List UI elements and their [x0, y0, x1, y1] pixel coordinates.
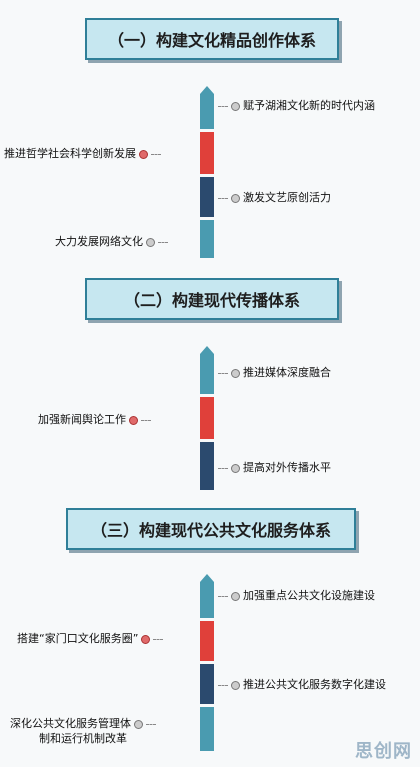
section-3-item-4: 深化公共文化服务管理体 制和运行机制改革: [10, 716, 156, 746]
section-3-item-3: 推进公共文化服务数字化建设: [218, 677, 386, 692]
bullet-icon: [231, 463, 240, 473]
bullet-icon: [134, 719, 143, 729]
bullet-icon: [129, 415, 138, 425]
timeline-2-cap: [200, 346, 214, 354]
section-2-item-3: 提高对外传播水平: [218, 460, 331, 475]
timeline-1-seg-4: [200, 220, 214, 258]
watermark: 思创网: [355, 741, 412, 762]
timeline-2-seg-2: [200, 397, 214, 439]
bullet-icon: [231, 368, 240, 378]
section-3-item-1: 加强重点公共文化设施建设: [218, 588, 375, 603]
section-3-item-4-line-2: 制和运行机制改革: [39, 732, 127, 745]
timeline-3-seg-2: [200, 621, 214, 661]
timeline-1-seg-3: [200, 177, 214, 217]
section-1-item-1: 赋予湖湘文化新的时代内涵: [218, 98, 375, 113]
section-3-item-2: 搭建“家门口文化服务圈”: [17, 631, 164, 646]
timeline-1-seg-1: [200, 94, 214, 129]
timeline-2-seg-1: [200, 354, 214, 394]
timeline-3-seg-4: [200, 707, 214, 751]
section-3-title: （三）构建现代公共文化服务体系: [66, 508, 356, 550]
section-1-title: （一）构建文化精品创作体系: [85, 18, 339, 60]
bullet-icon: [231, 101, 240, 111]
timeline-2-seg-3: [200, 442, 214, 490]
bullet-icon: [139, 149, 148, 159]
bullet-icon: [141, 634, 151, 644]
bullet-icon: [231, 680, 240, 690]
bullet-icon: [231, 193, 240, 203]
bullet-icon: [231, 591, 240, 601]
section-1-item-4: 大力发展网络文化: [55, 234, 168, 249]
bullet-icon: [146, 237, 155, 247]
timeline-3-cap: [200, 574, 214, 582]
section-2-item-1: 推进媒体深度融合: [218, 365, 331, 380]
section-2-item-2: 加强新闻舆论工作: [38, 412, 151, 427]
section-1-item-2: 推进哲学社会科学创新发展: [4, 146, 161, 161]
timeline-1-seg-2: [200, 132, 214, 174]
timeline-3-seg-1: [200, 582, 214, 618]
section-1-item-3: 激发文艺原创活力: [218, 190, 331, 205]
section-2-title: （二）构建现代传播体系: [85, 278, 339, 320]
timeline-3-seg-3: [200, 664, 214, 704]
timeline-1-cap: [200, 86, 214, 94]
